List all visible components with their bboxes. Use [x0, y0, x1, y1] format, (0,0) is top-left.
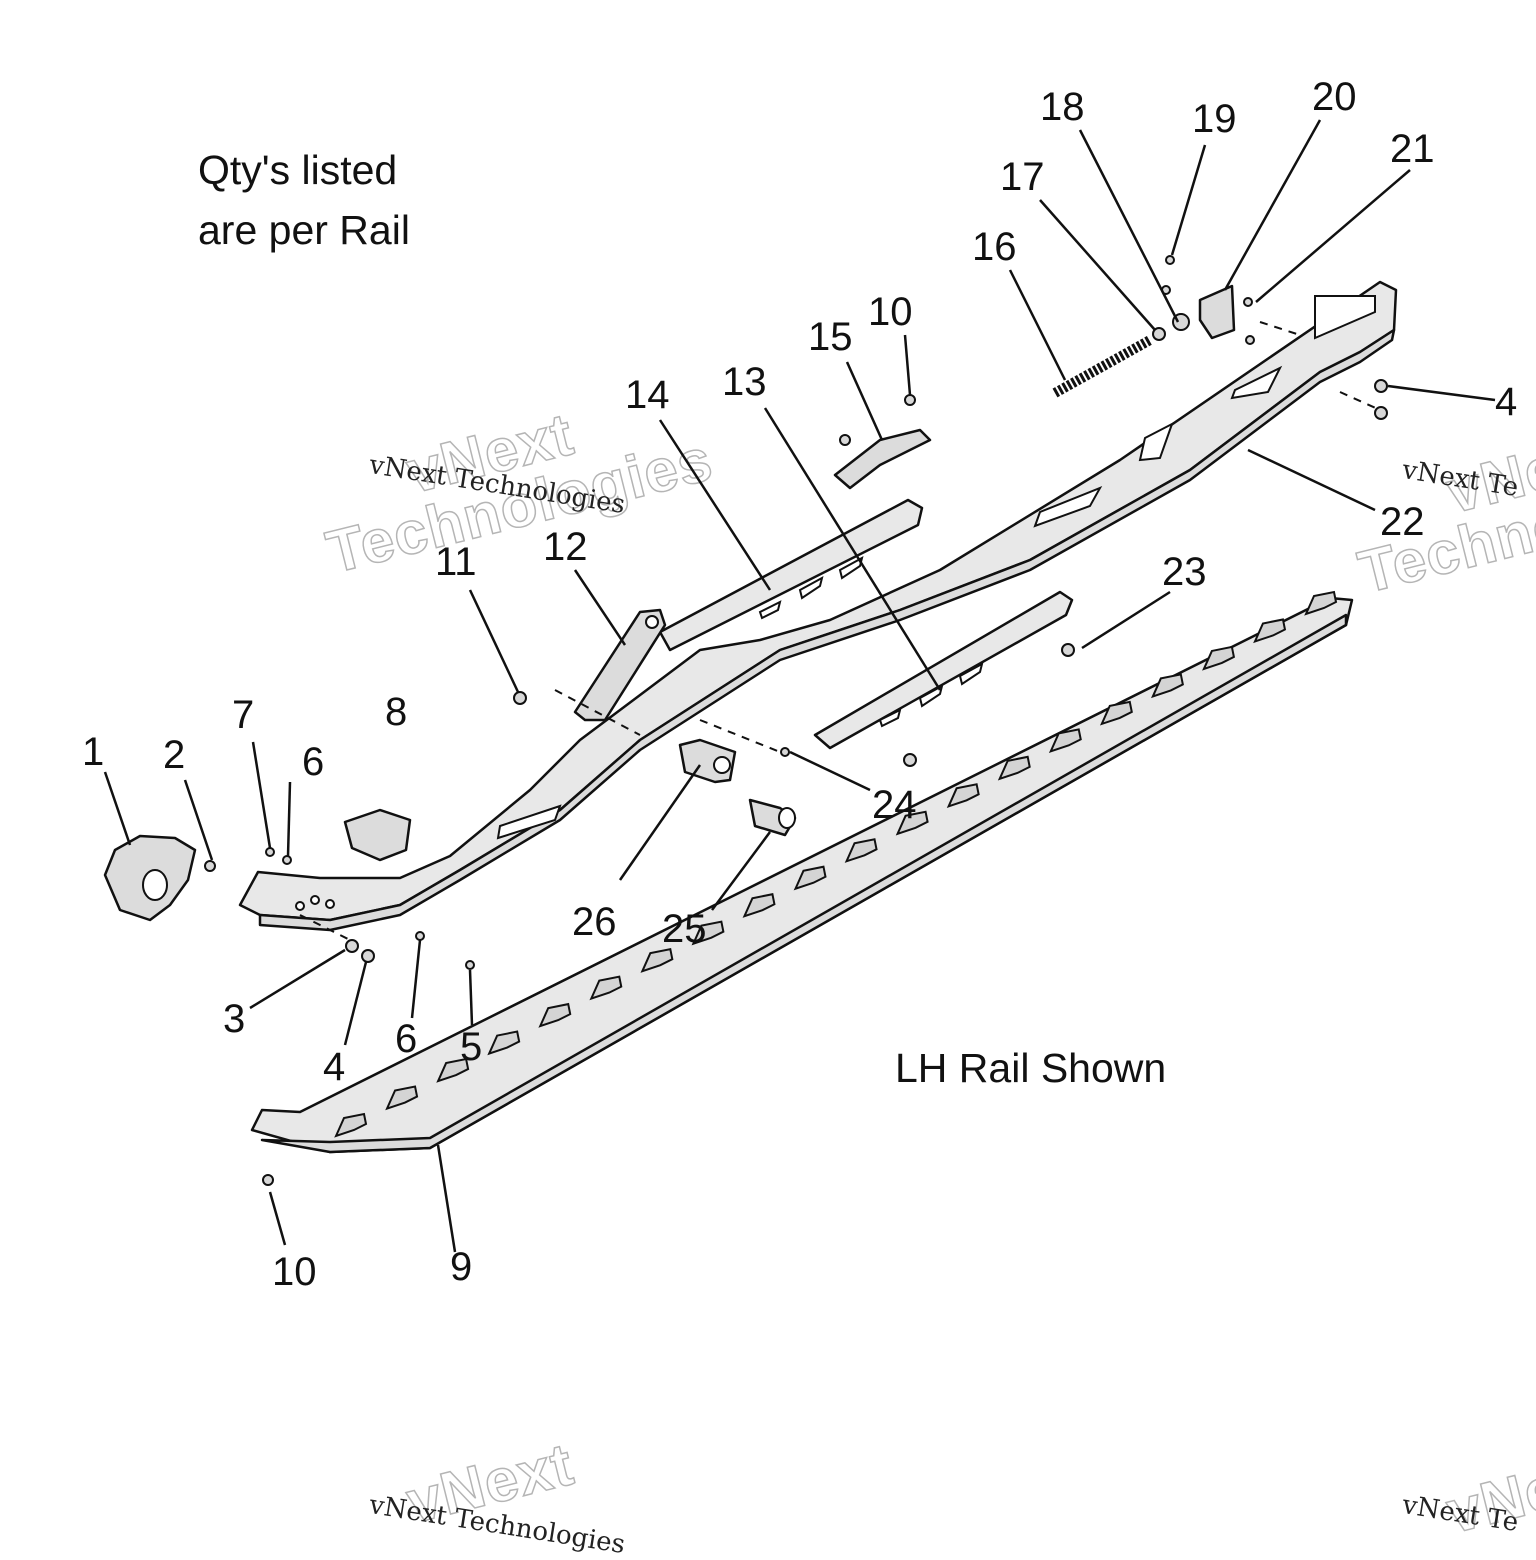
- leader-lines: [103, 119, 1496, 1253]
- callout-19: 19: [1192, 97, 1237, 141]
- callout-18: 18: [1040, 85, 1085, 129]
- qty-note-line1: Qty's listed: [198, 147, 398, 193]
- end-cap-part-1: [103, 834, 197, 922]
- slide-tooth: [1253, 618, 1287, 644]
- slide-rail-part-9: [250, 590, 1354, 1154]
- spring-bolt-part-16: [1052, 335, 1153, 398]
- assembly-line-21: [1259, 321, 1301, 336]
- slide-tooth: [436, 1057, 470, 1083]
- slide-tooth: [793, 865, 827, 891]
- slide-tooth: [691, 920, 725, 946]
- callout-6-bottom: 6: [395, 1017, 417, 1061]
- callout-12: 12: [543, 525, 588, 569]
- callout-6-top: 6: [302, 740, 324, 784]
- rail-shown-note: LH Rail Shown: [895, 1045, 1167, 1091]
- callout-14: 14: [625, 373, 670, 417]
- plate-part-20: [1198, 284, 1236, 340]
- bracket-part-15: [833, 428, 932, 490]
- callout-10-top: 10: [868, 290, 913, 334]
- callout-numbers: 1 2 3 4 4 5 6 6 7 8 9 10 10 11 12 13 14 …: [82, 75, 1517, 1294]
- pivot-part-26: [678, 738, 737, 784]
- slide-tooth: [589, 975, 623, 1001]
- callout-11: 11: [435, 540, 477, 584]
- callout-8: 8: [385, 690, 407, 734]
- main-rail-part-22: [238, 280, 1398, 932]
- callout-21: 21: [1390, 127, 1435, 171]
- callout-9: 9: [450, 1245, 472, 1289]
- callout-7: 7: [232, 693, 254, 737]
- callout-23: 23: [1162, 550, 1207, 594]
- callout-10-bottom: 10: [272, 1250, 317, 1294]
- qty-note-line2: are per Rail: [198, 207, 410, 253]
- callout-13: 13: [722, 360, 767, 404]
- plate-part-13: [813, 590, 1074, 750]
- slide-tooth: [844, 838, 878, 863]
- slide-tooth: [640, 947, 674, 973]
- callout-26: 26: [572, 900, 617, 944]
- assembly-line-3: [299, 914, 351, 941]
- callout-17: 17: [1000, 155, 1045, 199]
- slide-tooth: [385, 1085, 419, 1111]
- assembly-line-12: [554, 689, 641, 736]
- callout-1: 1: [82, 730, 104, 774]
- link-part-12: [573, 608, 667, 722]
- slide-tooth: [1202, 645, 1236, 671]
- slide-tooth: [895, 810, 929, 836]
- slide-tooth: [1048, 728, 1082, 754]
- callout-4-bottom: 4: [323, 1045, 345, 1089]
- slide-tooth: [997, 755, 1031, 781]
- callout-25: 25: [662, 907, 707, 951]
- callout-16: 16: [972, 225, 1017, 269]
- slide-tooth: [487, 1030, 521, 1056]
- callout-22: 22: [1380, 500, 1425, 544]
- plate-part-14: [658, 498, 924, 652]
- block-part-8: [343, 808, 412, 862]
- bushing-part-25: [748, 798, 797, 837]
- callout-4-right: 4: [1495, 380, 1517, 424]
- callout-20: 20: [1312, 75, 1357, 119]
- assembly-line-4: [1339, 391, 1381, 411]
- slide-tooth: [946, 783, 980, 808]
- callout-15: 15: [808, 315, 853, 359]
- callout-2: 2: [163, 733, 185, 777]
- callout-24: 24: [872, 783, 917, 827]
- slide-tooth: [742, 893, 776, 918]
- slide-tooth: [1304, 590, 1338, 616]
- slide-tooth: [538, 1002, 572, 1028]
- slide-tooth: [1099, 700, 1133, 726]
- slide-tooth: [334, 1112, 368, 1138]
- callout-5: 5: [460, 1025, 482, 1069]
- slide-tooth: [1151, 673, 1184, 699]
- fasteners: [204, 255, 1388, 1186]
- callout-3: 3: [223, 997, 245, 1041]
